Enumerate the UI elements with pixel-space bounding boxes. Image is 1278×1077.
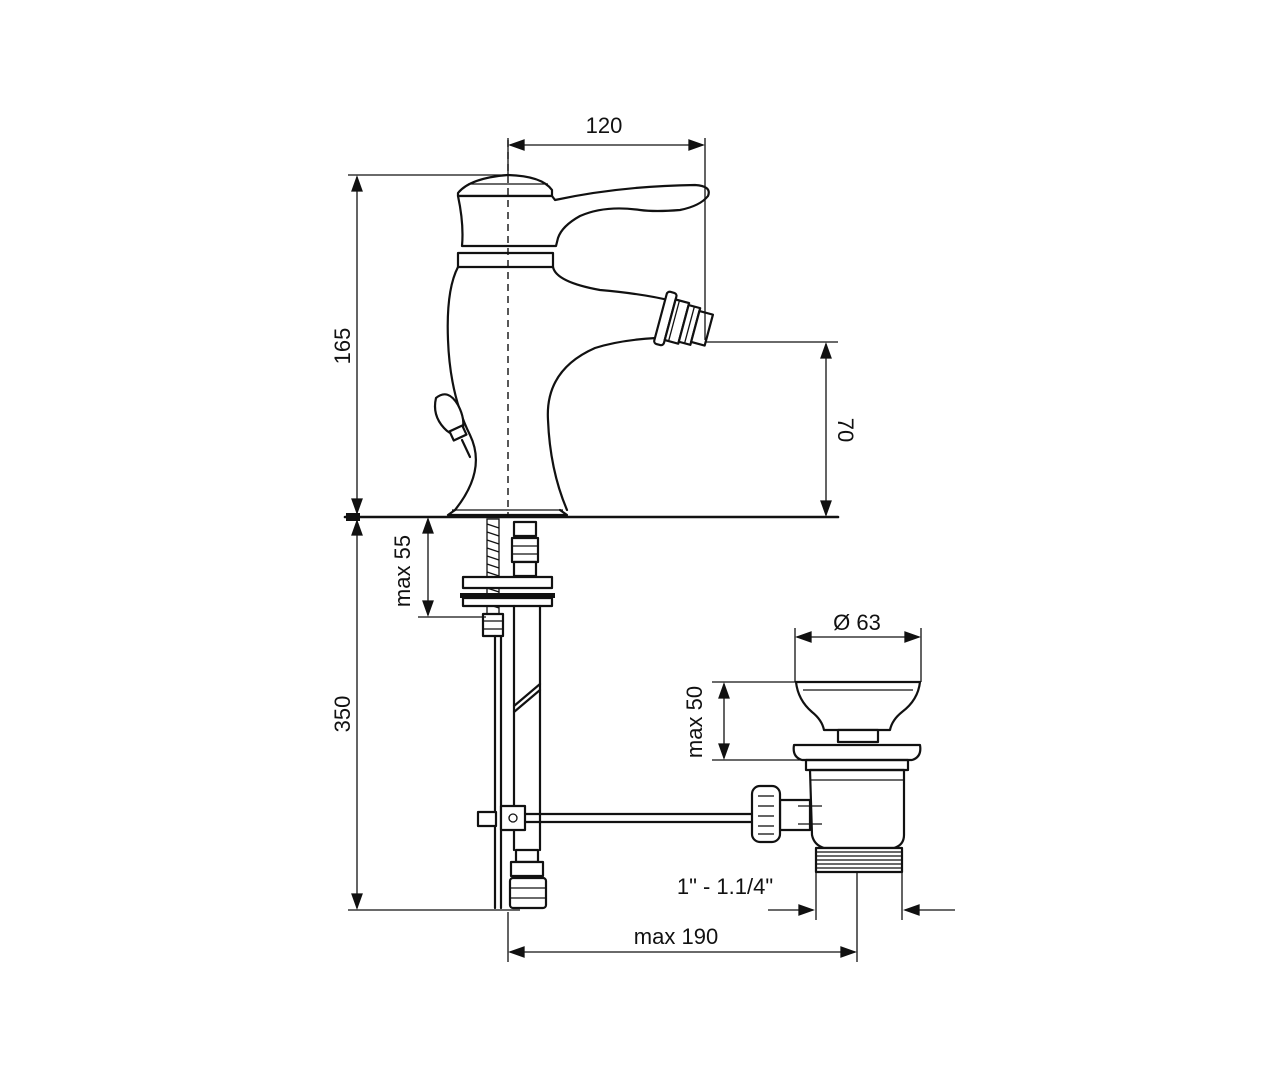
dim-max-190: max 190 bbox=[634, 924, 718, 949]
bidet-mixer-body bbox=[433, 173, 710, 517]
dim-thread: 1" - 1.1/4" bbox=[677, 874, 773, 899]
dim-70: 70 bbox=[833, 418, 858, 442]
pop-up-waste bbox=[750, 680, 922, 874]
dim-max-50: max 50 bbox=[682, 686, 707, 758]
dim-165: 165 bbox=[330, 328, 355, 365]
dim-120: 120 bbox=[586, 113, 623, 138]
dim-350: 350 bbox=[330, 696, 355, 733]
spray-nozzle bbox=[653, 290, 715, 347]
dimension-lines bbox=[348, 138, 955, 962]
deck-surface bbox=[343, 513, 840, 521]
dim-diameter-63: Ø 63 bbox=[833, 610, 881, 635]
dim-max-55: max 55 bbox=[390, 535, 415, 607]
fixing-kit bbox=[460, 518, 754, 910]
